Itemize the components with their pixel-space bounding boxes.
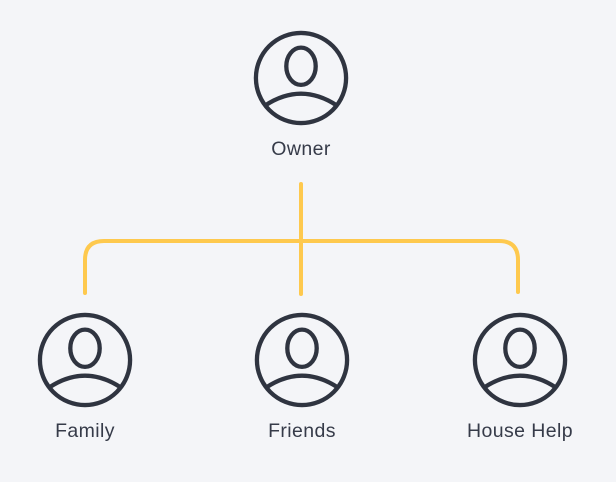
user-avatar-icon — [37, 312, 133, 408]
node-friends: Friends — [212, 311, 392, 443]
user-avatar-icon — [472, 312, 568, 408]
node-family: Family — [0, 311, 175, 443]
user-avatar-icon — [253, 30, 349, 126]
node-label-house-help: House Help — [467, 420, 573, 442]
connector-bracket — [83, 239, 520, 295]
node-label-friends: Friends — [268, 420, 336, 442]
node-label-family: Family — [55, 420, 115, 442]
node-label-owner: Owner — [271, 138, 331, 160]
node-owner: Owner — [211, 29, 391, 161]
user-avatar-icon — [254, 312, 350, 408]
node-house-help: House Help — [430, 311, 610, 443]
